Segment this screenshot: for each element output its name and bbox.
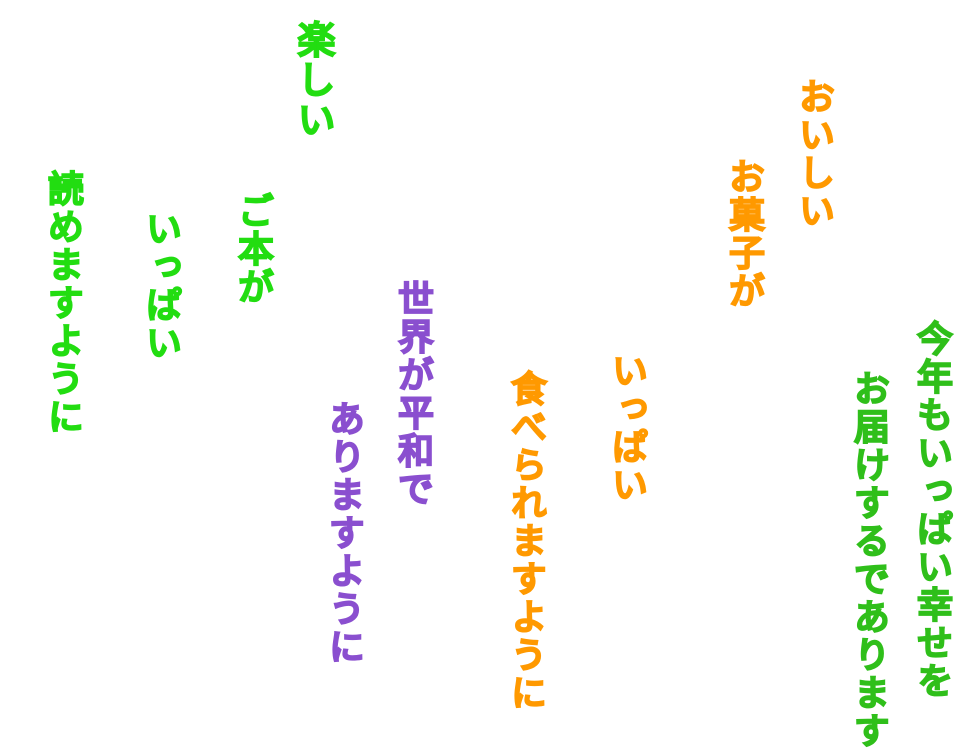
text-sekai-ga-heiwa-de: 世界が平和で — [391, 279, 434, 509]
text-yomemasu-youni: 読めますように — [41, 169, 84, 437]
text-kotoshi-mo-ippai-shiawase-wo: 今年もいっぱい幸せを — [910, 319, 953, 701]
text-taberaremasu-youni: 食べられますように — [504, 369, 547, 713]
text-oishii: おいしい — [792, 77, 835, 231]
text-okashi-ga: お菓子が — [722, 157, 765, 311]
text-gohon-ga: ご本が — [231, 191, 274, 307]
text-ippai-green: いっぱい — [139, 209, 182, 363]
text-tanoshii: 楽しい — [290, 19, 336, 141]
text-arimasu-youni: ありますように — [322, 399, 365, 667]
text-ippai-orange: いっぱい — [605, 351, 648, 505]
text-otodoke-suru-de-arimasu: お届けするであります — [847, 369, 890, 750]
